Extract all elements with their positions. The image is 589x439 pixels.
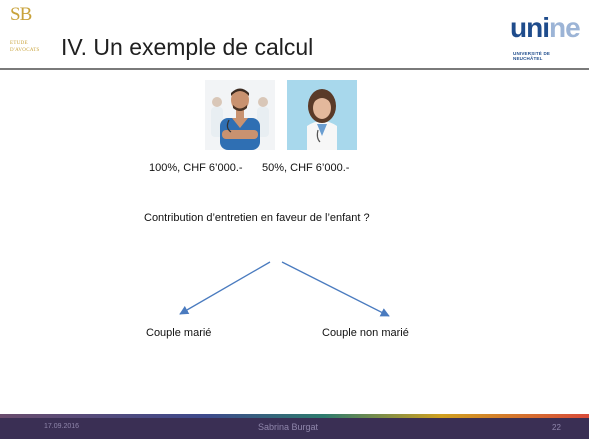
footer-color-stripe xyxy=(0,414,589,418)
unine-logo: unine UNIVERSITÉ DE NEUCHÂTEL xyxy=(510,12,581,62)
footer-page-number: 22 xyxy=(552,423,561,432)
sb-logo: SB ETUDE D'AVOCATS xyxy=(8,4,54,58)
male-doctor-photo xyxy=(205,80,275,150)
arrow-right xyxy=(281,261,390,317)
footer-date: 17.09.2016 xyxy=(44,423,80,430)
question-text: Contribution d’entretien en faveur de l’… xyxy=(144,212,370,224)
option-married-couple: Couple marié xyxy=(146,327,212,339)
female-doctor-photo xyxy=(287,80,357,150)
unine-logo-subtitle-2: NEUCHÂTEL xyxy=(513,56,543,61)
arrow-left xyxy=(179,261,271,315)
header-divider xyxy=(0,68,589,70)
unine-logo-word: unine xyxy=(510,12,581,43)
slide-footer xyxy=(0,418,589,439)
sb-logo-monogram: SB xyxy=(10,4,32,25)
footer-author: Sabrina Burgat xyxy=(258,422,319,432)
sb-logo-subtitle-1: ETUDE xyxy=(10,41,28,46)
unine-logo-subtitle-1: UNIVERSITÉ DE xyxy=(513,51,551,56)
male-doctor-caption: 100%, CHF 6’000.- xyxy=(149,162,243,174)
option-unmarried-couple: Couple non marié xyxy=(322,327,409,339)
slide-title: IV. Un exemple de calcul xyxy=(61,34,314,60)
sb-logo-subtitle-2: D'AVOCATS xyxy=(10,48,40,53)
slide-header: SB ETUDE D'AVOCATS IV. Un exemple de cal… xyxy=(0,0,589,62)
female-doctor-caption: 50%, CHF 6’000.- xyxy=(262,162,350,174)
